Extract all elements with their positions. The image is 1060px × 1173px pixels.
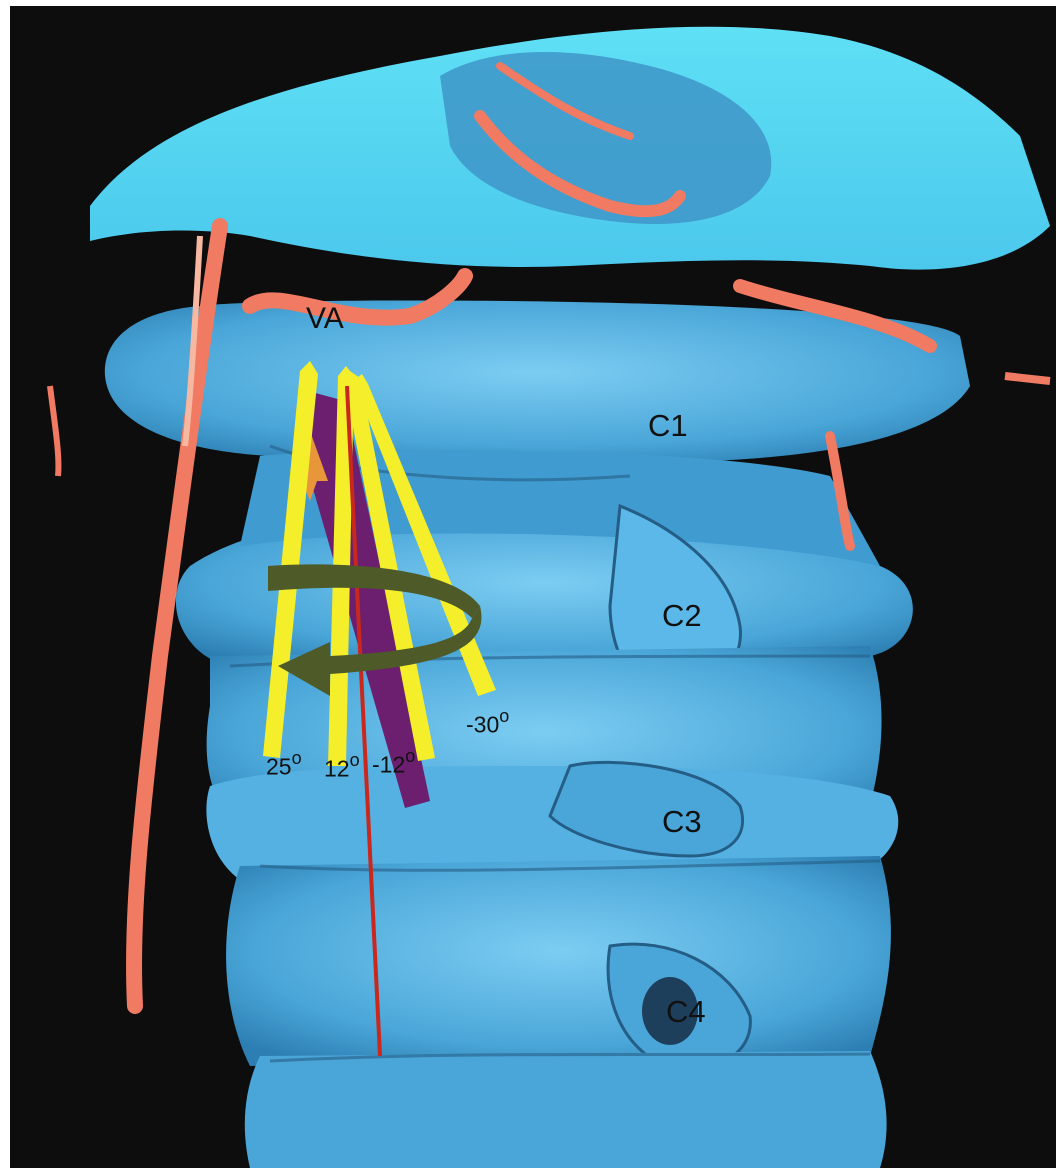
skull-base — [90, 27, 1050, 270]
c4-label: C4 — [666, 994, 706, 1030]
c4-vertebra — [226, 856, 891, 1066]
angle-minus-30-label: -30o — [466, 708, 509, 739]
angle-12-label: 12o — [324, 752, 360, 783]
atlas-c1 — [105, 300, 970, 461]
va-label: VA — [306, 302, 344, 336]
spine-column — [105, 300, 970, 1168]
c1-label: C1 — [648, 408, 688, 444]
c3-label: C3 — [662, 804, 702, 840]
ct-rendering-figure: VA C1 C2 C3 C4 25o 12o -12o -30o — [10, 6, 1056, 1168]
c2-label: C2 — [662, 598, 702, 634]
cervical-spine-rendering — [10, 6, 1056, 1168]
angle-25-label: 25o — [266, 750, 302, 781]
angle-minus-12-label: -12o — [372, 748, 415, 779]
